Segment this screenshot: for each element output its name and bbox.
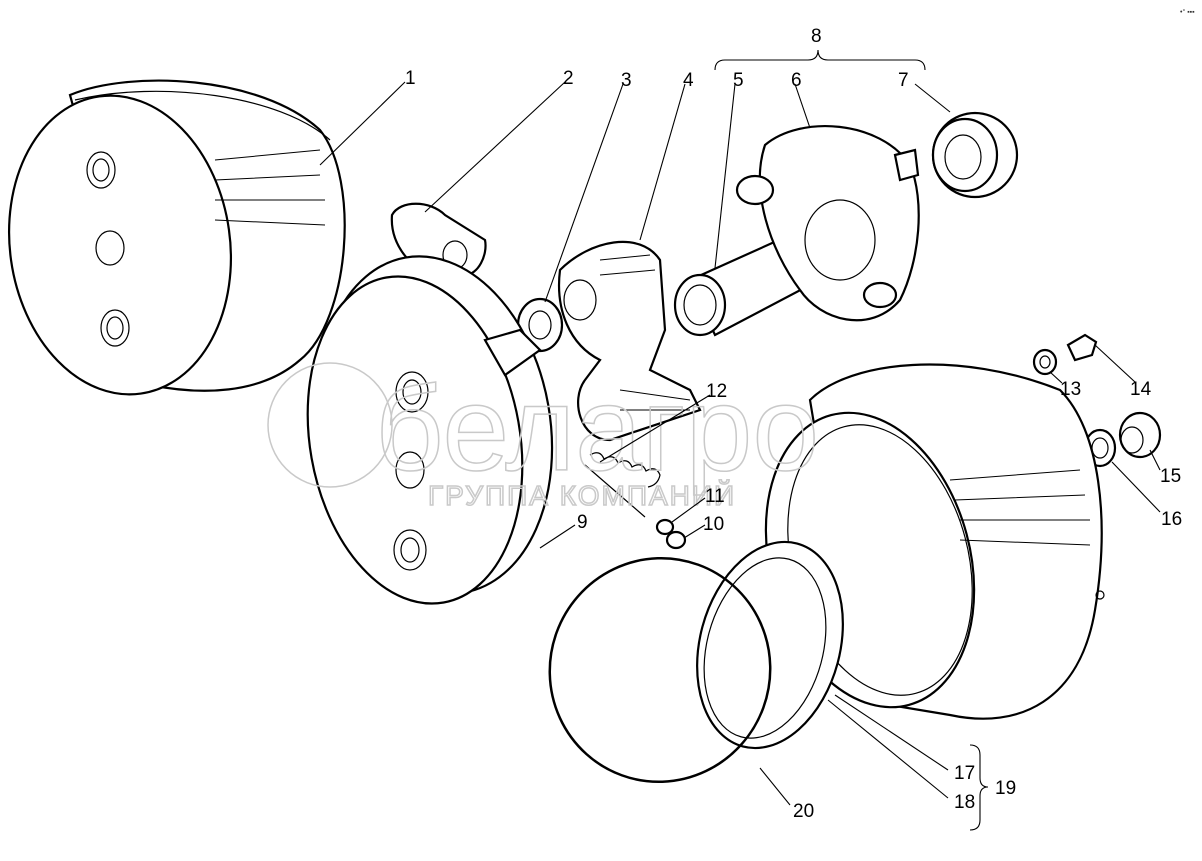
svg-text:белагро: белагро xyxy=(375,362,819,496)
watermark-logo: белагро ГРУППА КОМПАНИЙ xyxy=(267,361,820,512)
callout-3: 3 xyxy=(621,70,632,91)
callout-19: 19 xyxy=(995,778,1016,799)
callout-20: 20 xyxy=(793,801,814,822)
callout-13: 13 xyxy=(1060,379,1081,400)
callout-6: 6 xyxy=(791,70,802,91)
callout-10: 10 xyxy=(703,514,724,535)
callout-16: 16 xyxy=(1161,509,1182,530)
part-9-cover xyxy=(306,255,554,605)
part-13-washer xyxy=(1032,348,1058,376)
part-4-crank xyxy=(558,240,702,442)
callout-1: 1 xyxy=(405,68,416,89)
part-20-o-ring xyxy=(548,556,772,784)
callout-18: 18 xyxy=(954,792,975,813)
callout-2: 2 xyxy=(563,68,574,89)
part-1-housing-cover xyxy=(7,79,346,396)
part-6-flange xyxy=(735,125,920,322)
callout-7: 7 xyxy=(898,70,909,91)
callout-5: 5 xyxy=(733,70,744,91)
callout-15: 15 xyxy=(1160,466,1181,487)
part-11-washer xyxy=(655,518,675,536)
callout-11: 11 xyxy=(705,486,725,507)
callout-12: 12 xyxy=(706,381,727,402)
callout-14: 14 xyxy=(1130,379,1152,400)
corner-mark: •° ▪▪▪ xyxy=(1180,8,1195,16)
part-14-screw xyxy=(1066,333,1098,362)
part-15-nut xyxy=(1118,411,1162,459)
callout-labels: 1 2 3 4 5 6 7 8 9 10 11 12 13 14 15 16 1… xyxy=(405,26,1182,822)
svg-text:ГРУППА КОМПАНИЙ: ГРУППА КОМПАНИЙ xyxy=(428,480,736,511)
part-10-plug xyxy=(665,530,687,550)
callout-4: 4 xyxy=(683,70,694,91)
part-18-seal-ring xyxy=(696,540,844,750)
part-7-seal xyxy=(931,111,1019,199)
callout-9: 9 xyxy=(577,512,588,533)
callout-17: 17 xyxy=(954,763,975,784)
callout-8: 8 xyxy=(811,26,822,47)
leader-lines xyxy=(319,49,1161,831)
